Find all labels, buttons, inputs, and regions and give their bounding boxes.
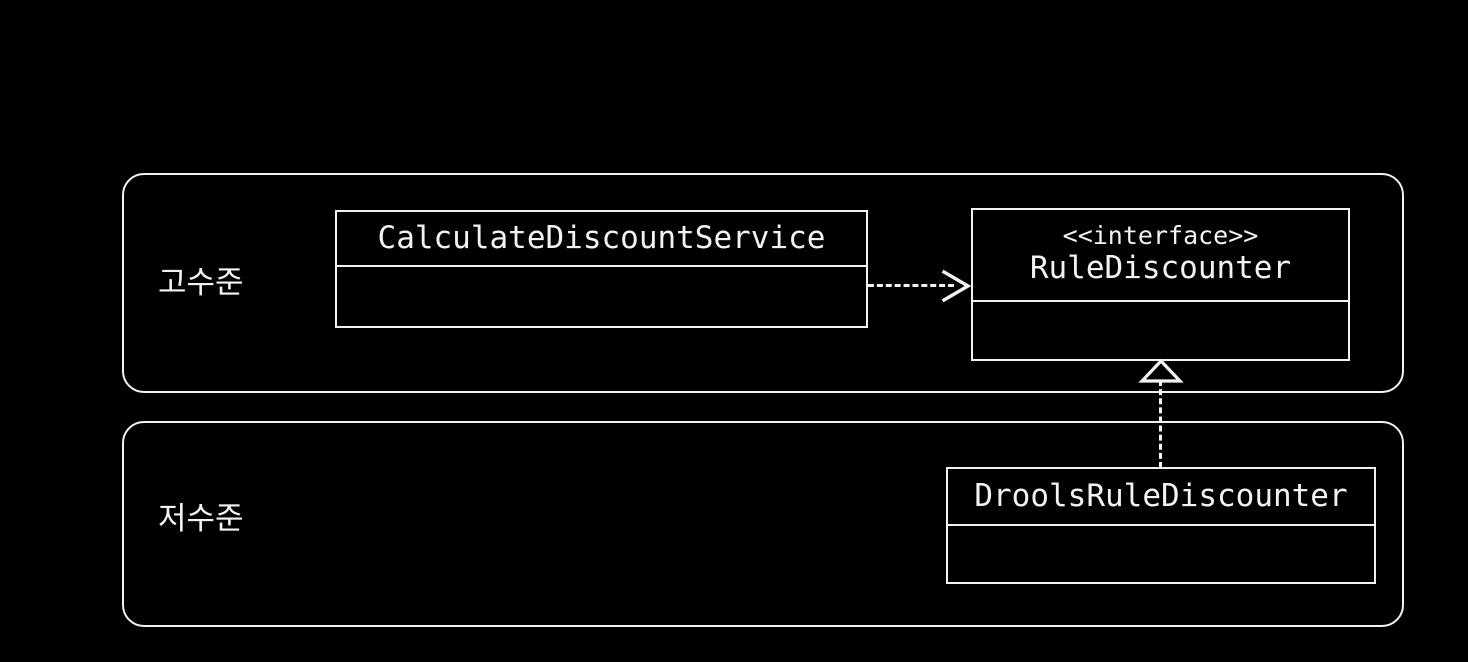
class-stereotype-rule-discounter: <<interface>> bbox=[1062, 221, 1259, 251]
package-high-level bbox=[122, 173, 1404, 393]
class-box-calculate-discount-service[interactable]: CalculateDiscountService bbox=[335, 210, 868, 328]
class-header-rule-discounter: <<interface>> RuleDiscounter bbox=[973, 210, 1348, 302]
class-name-rule-discounter: RuleDiscounter bbox=[1029, 250, 1292, 287]
realization-line-drools-to-rule-discounter bbox=[1159, 380, 1162, 468]
class-members-drools-rule-discounter bbox=[948, 526, 1374, 582]
class-members-rule-discounter bbox=[973, 302, 1348, 359]
class-name-calculate-discount-service: CalculateDiscountService bbox=[337, 212, 866, 267]
realization-hollow-triangle-icon bbox=[1138, 358, 1184, 383]
dependency-open-arrowhead-icon bbox=[941, 269, 972, 303]
class-name-drools-rule-discounter: DroolsRuleDiscounter bbox=[948, 469, 1374, 526]
package-label-low-level: 저수준 bbox=[158, 501, 244, 537]
class-members-calculate-discount-service bbox=[337, 267, 866, 326]
package-low-level bbox=[122, 421, 1404, 627]
class-box-rule-discounter[interactable]: <<interface>> RuleDiscounter bbox=[971, 208, 1350, 361]
package-label-high-level: 고수준 bbox=[158, 265, 244, 301]
dependency-line-service-to-rule-discounter bbox=[868, 284, 954, 287]
class-box-drools-rule-discounter[interactable]: DroolsRuleDiscounter bbox=[946, 467, 1376, 584]
